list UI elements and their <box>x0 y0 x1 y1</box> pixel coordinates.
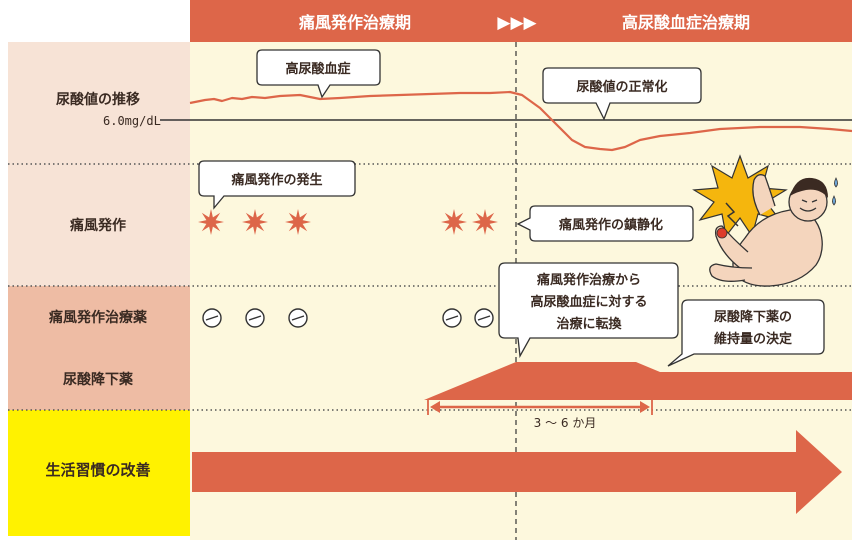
pill-icon <box>202 308 222 328</box>
callout-hyperuricemia: 高尿酸血症 <box>256 49 381 99</box>
transition-line-2: 高尿酸血症に対する <box>530 294 647 310</box>
uric-acid-curve <box>189 90 852 152</box>
pill-icon <box>474 308 494 328</box>
sore-toe-icon <box>716 227 728 239</box>
svg-text:尿酸値の正常化: 尿酸値の正常化 <box>576 79 667 95</box>
maintenance-line-1: 尿酸降下薬の <box>714 309 792 325</box>
svg-text:痛風発作の鎮静化: 痛風発作の鎮静化 <box>558 217 663 233</box>
svg-text:痛風発作の発生: 痛風発作の発生 <box>230 172 322 188</box>
threshold-label: 6.0mg/dL <box>103 114 161 128</box>
attack-burst-icon <box>242 209 268 235</box>
pill-icon <box>288 308 308 328</box>
callout-attack-subside: 痛風発作の鎮静化 <box>516 205 694 242</box>
phase-header-bar <box>190 0 852 42</box>
attack-burst-icon <box>472 209 498 235</box>
attack-burst-icon <box>441 209 467 235</box>
callout-transition: 痛風発作治療から 高尿酸血症に対する 治療に転換 <box>498 262 679 359</box>
svg-text:高尿酸血症: 高尿酸血症 <box>285 61 350 77</box>
gout-attack-markers <box>198 209 498 235</box>
pill-icon <box>442 308 462 328</box>
row-label-uric-acid: 尿酸値の推移 <box>56 91 140 108</box>
patient-in-pain-illustration <box>692 154 838 287</box>
row-label-attack-drug: 痛風発作治療薬 <box>48 309 147 326</box>
label-gout-attack-bg <box>8 164 190 286</box>
phase-arrows: ▶▶▶ <box>497 13 537 33</box>
phase-right-label: 高尿酸血症治療期 <box>622 13 750 32</box>
transition-line-3: 治療に転換 <box>556 316 622 332</box>
urate-lowering-dose-band <box>424 362 852 400</box>
maintenance-line-2: 維持量の決定 <box>714 331 792 347</box>
phase-left-label: 痛風発作治療期 <box>298 13 411 32</box>
row-label-gout-attack: 痛風発作 <box>69 217 126 234</box>
callout-normalization: 尿酸値の正常化 <box>542 67 702 121</box>
label-drugs-bg <box>8 286 190 410</box>
lifestyle-arrow <box>192 430 842 514</box>
transition-line-1: 痛風発作治療から <box>536 272 641 288</box>
duration-arrow <box>427 399 653 415</box>
callout-maintenance: 尿酸降下薬の 維持量の決定 <box>667 299 825 367</box>
duration-label: 3 ～ 6 か月 <box>534 416 597 430</box>
label-lifestyle-bg <box>8 410 190 536</box>
attack-burst-icon <box>198 209 224 235</box>
gout-attack-drug-pills <box>202 308 494 328</box>
row-label-urate-lowering: 尿酸降下薬 <box>63 371 133 388</box>
pill-icon <box>245 308 265 328</box>
label-uric-acid-bg <box>8 42 190 164</box>
callout-attack-onset: 痛風発作の発生 <box>198 160 356 210</box>
attack-burst-icon <box>285 209 311 235</box>
row-label-lifestyle: 生活習慣の改善 <box>45 461 150 479</box>
